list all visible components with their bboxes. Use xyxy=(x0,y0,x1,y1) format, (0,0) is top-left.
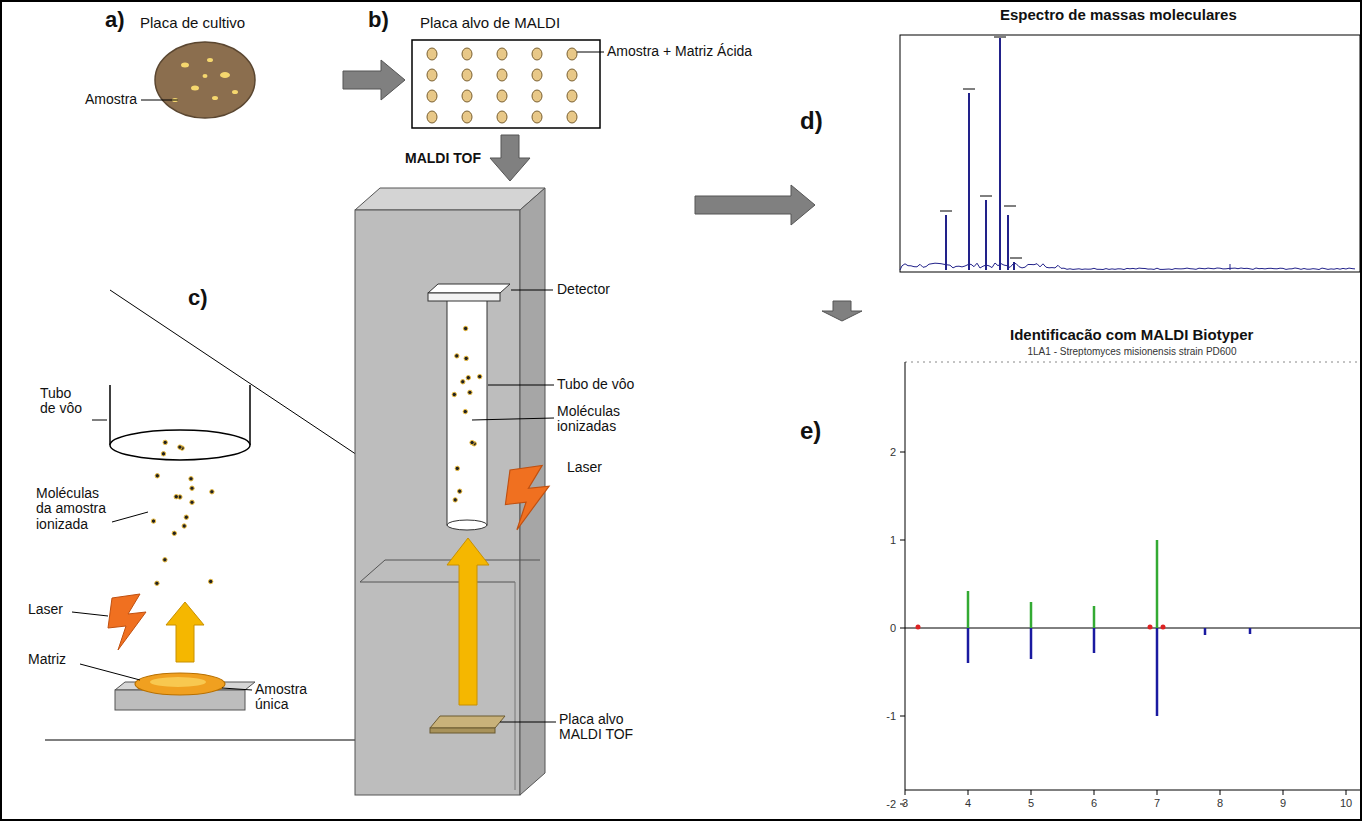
panel-heading: Placa de cultivo xyxy=(140,14,245,31)
axis-tick-label: 7 xyxy=(1154,797,1160,809)
sample-spots xyxy=(427,48,577,123)
axis-tick-label: -2 xyxy=(886,798,896,810)
axis-tick-label: 1 xyxy=(890,534,896,546)
part-label: Placa alvo MALDI TOF xyxy=(559,712,653,743)
part-label: Amostra + Matriz Ácida xyxy=(607,44,752,59)
leader-line xyxy=(92,420,107,421)
axis-tick-label: 9 xyxy=(1280,797,1286,809)
leader-line xyxy=(112,512,148,522)
axis-tick-label: 4 xyxy=(965,797,971,809)
part-label: Amostra única xyxy=(255,682,317,713)
leader-line xyxy=(577,52,604,53)
ion-arrow xyxy=(447,538,489,705)
leader-line xyxy=(72,612,108,616)
leader-line xyxy=(500,722,556,723)
part-label: Laser xyxy=(567,460,602,475)
callout-letter: b) xyxy=(368,8,389,32)
laser-bolt xyxy=(108,594,146,650)
panel-region: Placa alvo de MALDI xyxy=(410,12,610,130)
ion-dots xyxy=(151,440,214,585)
ion-dots xyxy=(452,326,482,502)
part-label: Tubo de vôo xyxy=(557,377,634,392)
petri-dish xyxy=(155,42,255,118)
part-label: Matriz xyxy=(28,652,66,667)
flow-arrow xyxy=(343,60,405,100)
ion-arrow xyxy=(166,602,204,662)
part-label: Moléculas ionizadas xyxy=(557,404,647,435)
axis-tick-label: 3 xyxy=(902,797,908,809)
leader-line xyxy=(488,385,554,386)
panel-heading: MALDI TOF xyxy=(405,150,481,166)
panel-region: Placa de cultivo xyxy=(138,10,338,128)
axis-tick-label: 0 xyxy=(890,622,896,634)
flow-arrow xyxy=(695,185,815,225)
leader-line xyxy=(141,100,178,101)
leader-line xyxy=(511,290,553,291)
flow-arrow xyxy=(822,301,862,321)
part-label: Amostra xyxy=(85,92,137,107)
target-plate xyxy=(412,40,600,128)
panel-heading: Placa alvo de MALDI xyxy=(420,14,560,31)
panel-region: MALDI TOF xyxy=(20,186,690,798)
leader-line xyxy=(472,418,554,420)
panel-region: Espectro de massas moleculares xyxy=(820,6,1360,296)
mass-spectrum xyxy=(900,35,1360,272)
axis-tick-label: 8 xyxy=(1217,797,1223,809)
callout-letter: a) xyxy=(105,8,125,32)
axis-tick-label: 1LA1 - Streptomyces misionensis strain P… xyxy=(1028,346,1237,357)
leader-line xyxy=(80,664,140,680)
part-label: Laser xyxy=(28,602,63,617)
axis-tick-label: -1 xyxy=(886,710,896,722)
axis-tick-label: 10 xyxy=(1340,797,1352,809)
laser-bolt xyxy=(505,465,549,529)
leader-line xyxy=(222,688,252,690)
biotyper-plot xyxy=(900,362,1360,804)
part-label: Detector xyxy=(557,282,610,297)
callout-letter: d) xyxy=(800,108,823,134)
panel-heading: Espectro de massas moleculares xyxy=(1000,6,1237,23)
callout-letter: e) xyxy=(800,418,821,444)
flow-arrow xyxy=(490,135,530,181)
part-label: Tubo de vôo xyxy=(40,386,90,417)
panel-heading: Identificacão com MALDI Biotyper xyxy=(1010,326,1253,343)
callout-letter: c) xyxy=(188,286,208,310)
axis-tick-label: 6 xyxy=(1091,797,1097,809)
flight-tube-zoom xyxy=(110,385,250,460)
axis-tick-label: 5 xyxy=(1028,797,1034,809)
part-label: Moléculas da amostra ionizada xyxy=(36,486,112,532)
panel-region: Identificacão com MALDI Biotyper xyxy=(820,326,1360,814)
axis-tick-label: 2 xyxy=(890,446,896,458)
